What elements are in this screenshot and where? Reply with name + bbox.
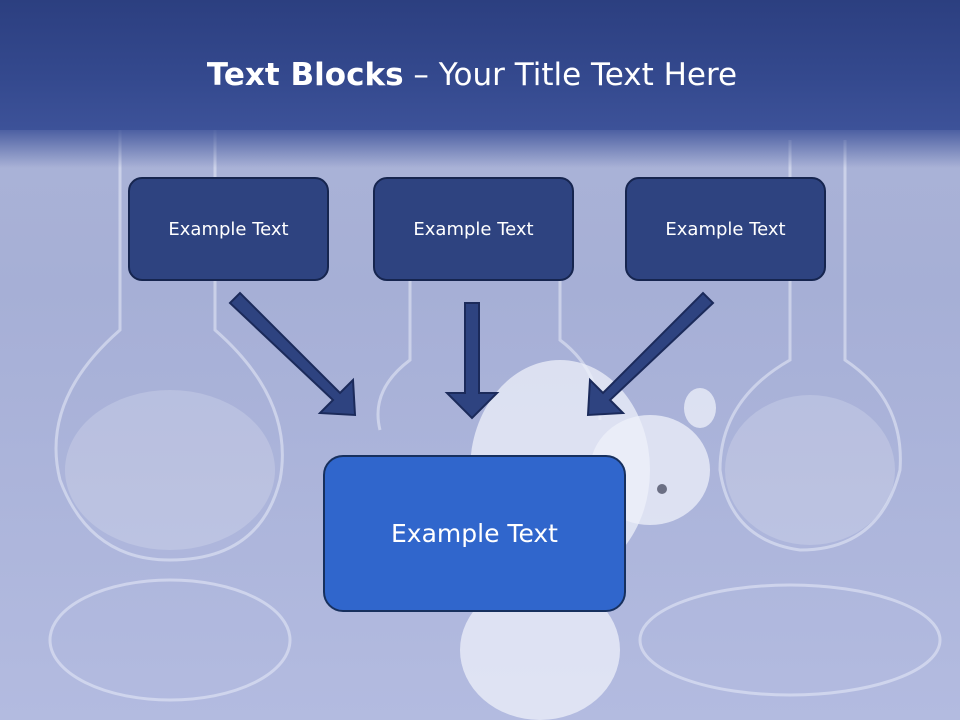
slide-title-rest: Your Title Text Here xyxy=(438,57,738,93)
text-block-middle-label: Example Text xyxy=(413,218,534,240)
title-bar-fade xyxy=(0,128,960,168)
slide-title: Text Blocks – Your Title Text Here xyxy=(0,55,944,95)
text-block-right-label: Example Text xyxy=(665,218,786,240)
text-block-center[interactable]: Example Text xyxy=(323,455,626,612)
slide-title-bold: Text Blocks xyxy=(206,57,404,93)
slide-title-dash: – xyxy=(403,57,439,93)
text-block-center-label: Example Text xyxy=(391,519,558,548)
text-block-left[interactable]: Example Text xyxy=(128,177,329,281)
text-block-right[interactable]: Example Text xyxy=(625,177,826,281)
arrow-left-diagonal xyxy=(228,291,357,417)
title-bar xyxy=(0,0,960,130)
arrow-right-diagonal xyxy=(586,291,715,417)
arrow-middle-vertical xyxy=(444,302,500,420)
text-block-middle[interactable]: Example Text xyxy=(373,177,574,281)
text-block-left-label: Example Text xyxy=(168,218,289,240)
